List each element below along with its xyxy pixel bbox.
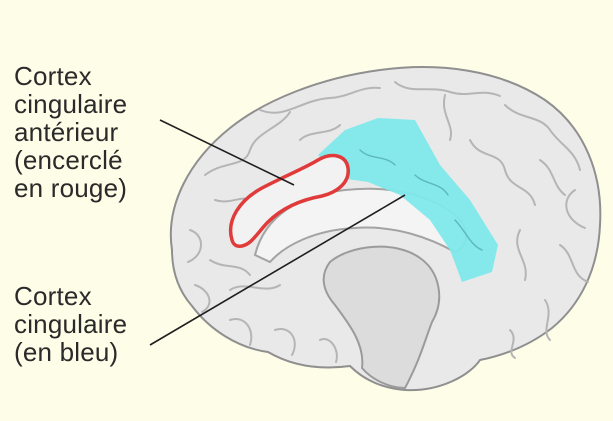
label-cingulate-cortex: Cortex cingulaire (en bleu) bbox=[14, 282, 127, 366]
label-line: cingulaire bbox=[14, 310, 127, 338]
label-line: (encerclé bbox=[14, 146, 127, 174]
label-line: en rouge) bbox=[14, 174, 127, 202]
label-line: cingulaire bbox=[14, 90, 127, 118]
label-line: Cortex bbox=[14, 282, 127, 310]
label-anterior-cingulate-cortex: Cortex cingulaire antérieur (encerclé en… bbox=[14, 62, 127, 202]
label-line: Cortex bbox=[14, 62, 127, 90]
label-line: (en bleu) bbox=[14, 338, 127, 366]
label-line: antérieur bbox=[14, 118, 127, 146]
